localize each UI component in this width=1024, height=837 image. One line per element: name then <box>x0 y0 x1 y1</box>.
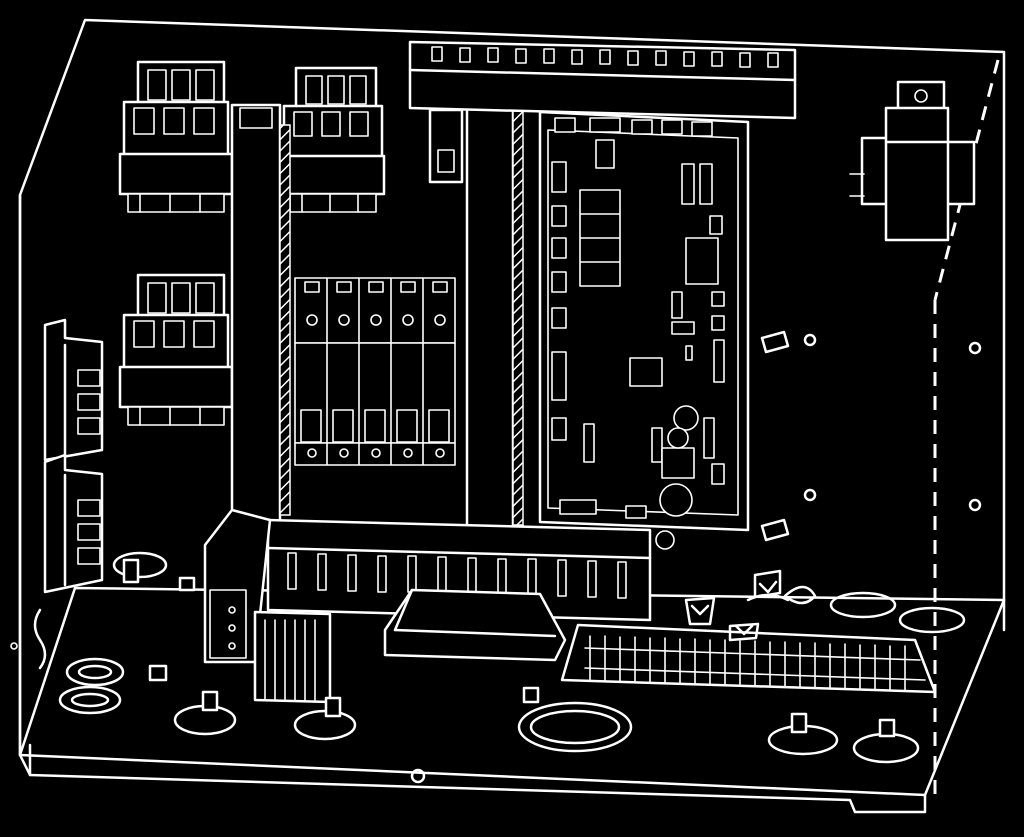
cover-bracket <box>383 588 567 662</box>
contactor-bottom-left <box>118 273 234 426</box>
knockout-inner <box>77 664 113 680</box>
board-standoff <box>655 530 675 550</box>
mounting-clip-wire <box>783 585 817 605</box>
mounting-clip <box>760 330 790 354</box>
standoff <box>201 690 219 712</box>
mounting-clip <box>728 622 760 642</box>
mounting-clip <box>753 569 782 599</box>
screw <box>410 768 426 784</box>
knockout <box>898 606 966 634</box>
standoff <box>878 718 896 738</box>
cable-duct-center-vertical <box>465 98 524 532</box>
mount-hole <box>803 488 817 502</box>
board-connectors <box>551 117 713 441</box>
knockout <box>65 657 125 687</box>
knockout-large <box>517 701 633 753</box>
knockout-large-inner <box>529 709 621 745</box>
standoffs <box>122 558 896 738</box>
contactor-top-left <box>118 60 234 213</box>
terminal-strip-bottom <box>560 623 937 694</box>
standoff <box>122 558 140 584</box>
mounting-clip <box>684 596 716 626</box>
terminal-block-left-lower <box>43 453 104 594</box>
standoff <box>790 712 808 734</box>
terminal-strip-bottom-slots <box>589 635 906 691</box>
knockout <box>112 551 168 579</box>
knockout <box>58 685 122 715</box>
mounting-clips <box>684 330 817 642</box>
standoff <box>178 576 196 592</box>
mounting-clip <box>760 518 790 542</box>
transformer <box>849 80 976 242</box>
terminal-block-left-upper <box>43 318 104 462</box>
standoff <box>324 696 342 718</box>
terminal-block-lower-left <box>253 610 332 704</box>
terminal-strip-top <box>408 40 797 120</box>
knockout <box>852 732 920 764</box>
cable-duct-left-vertical <box>230 103 291 527</box>
mount-hole <box>803 333 817 347</box>
mount-hole <box>968 341 982 355</box>
mounting-clip-wire <box>746 593 790 602</box>
board-components <box>559 139 725 519</box>
small-relay <box>428 108 464 184</box>
cable-duct-horizontal <box>266 518 652 622</box>
knockout-inner <box>70 692 110 708</box>
mount-hole <box>968 498 982 512</box>
side-clip <box>10 608 47 670</box>
knockout <box>829 591 897 619</box>
fuse-holder-block <box>294 277 456 466</box>
standoff <box>148 664 168 682</box>
standoff <box>522 686 540 704</box>
circuit-board <box>538 110 750 550</box>
base-plate-front <box>18 753 927 814</box>
contactor-top-right <box>280 66 386 213</box>
